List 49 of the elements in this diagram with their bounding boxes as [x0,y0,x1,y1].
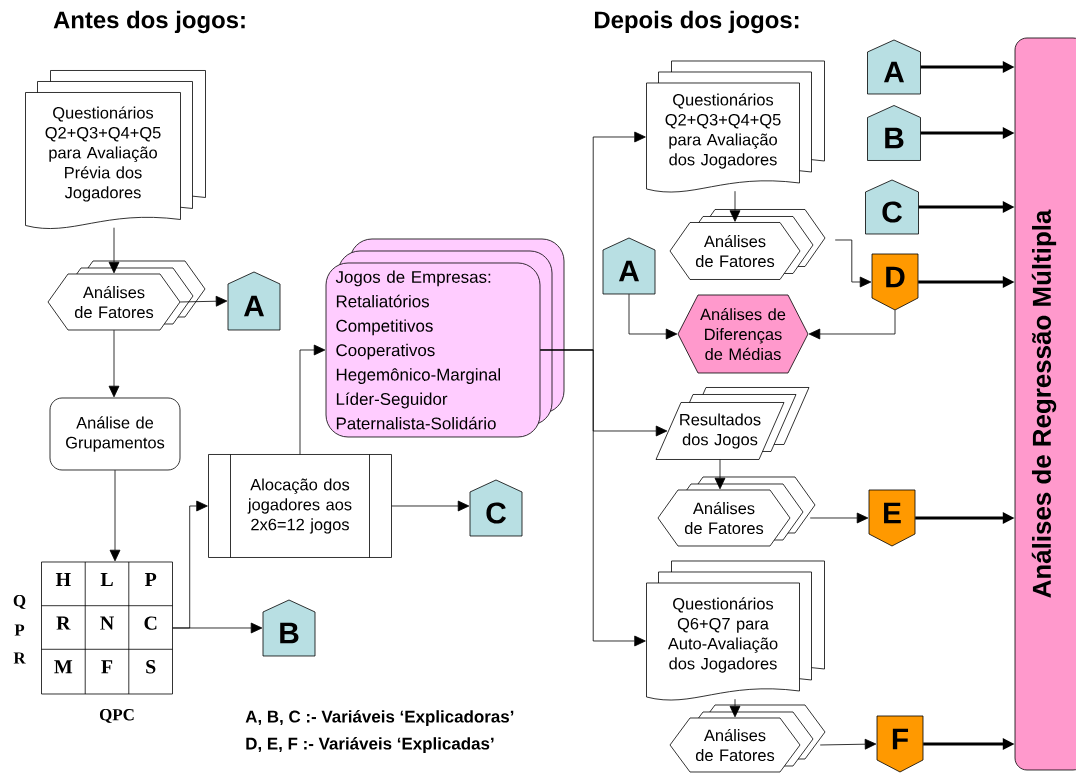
connector-tag: B [867,105,921,161]
hexagon: Análises de Diferenças de Médias [677,294,809,374]
axis-letter: P [14,624,25,636]
connector-tag: C [469,479,523,537]
connector-tag: C [865,179,919,235]
arrow [391,500,470,512]
predefined-process-box: Alocação dos jogadores aos 2x6=12 jogos [208,454,392,558]
arrow [808,309,896,340]
arrow [108,227,120,274]
arrow [628,293,678,340]
axis-letter: R [13,652,26,664]
hexagon-stack: Análises de Fatores [669,209,826,280]
arrow [729,698,741,718]
arrow [539,349,646,647]
section-heading: Antes dos jogos: [53,10,245,34]
arrow [172,500,208,629]
document-stack: Questionários Q2+Q3+Q4+Q5 para Avaliação Prévia dos Jogadores [25,70,206,229]
data-stack: Resultados dos Jogos [655,387,810,460]
legend-note: A, B, C :- Variáveis ‘Explicadoras’ [245,710,514,726]
process-box: Análise de Grupamentos [49,397,181,471]
hexagon-stack: Análises de Fatores [657,476,816,547]
arrow [179,295,228,307]
matrix-grid: H L P R N C M F S [41,561,173,695]
document-stack: Questionários Q6+Q7 para Auto-Avaliação dos Jogadores [646,560,825,701]
hexagon-stack: Análises de Fatores [669,704,826,773]
legend-note: D, E, F :- Variáveis ‘Explicadas’ [246,737,494,753]
arrow [108,329,120,398]
connector-tag: A [867,39,921,95]
connector-tag: D [871,253,919,311]
arrow [714,459,726,490]
rounded-box-stack: Jogos de Empresas: Retaliatórios Competitivos Cooperativos Hegemônico-Marginal Líder-Seguidor Paternalista-Solidário [325,238,565,438]
connector-tag: A [602,237,656,295]
arrow [834,239,872,288]
axis-letter: QPC [99,709,134,723]
arrow [809,512,869,524]
document-stack: Questionários Q2+Q3+Q4+Q5 para Avaliação dos Jogadores [646,60,825,193]
axis-letter: Q [13,595,26,609]
connector-tag: A [227,271,281,331]
connector-tag: F [876,715,924,773]
connector-tag: B [262,599,316,657]
hexagon-stack: Análises de Fatores [47,260,206,331]
arrow [299,344,326,455]
arrow [819,738,877,750]
side-bar: Análises de Regressão Múltipla [1014,37,1076,771]
node-label: Paternalista-Solidário [336,416,496,430]
arrow [109,469,121,562]
section-heading: Depois dos jogos: [595,10,799,34]
arrow [729,190,741,222]
connector-tag: E [868,489,916,547]
